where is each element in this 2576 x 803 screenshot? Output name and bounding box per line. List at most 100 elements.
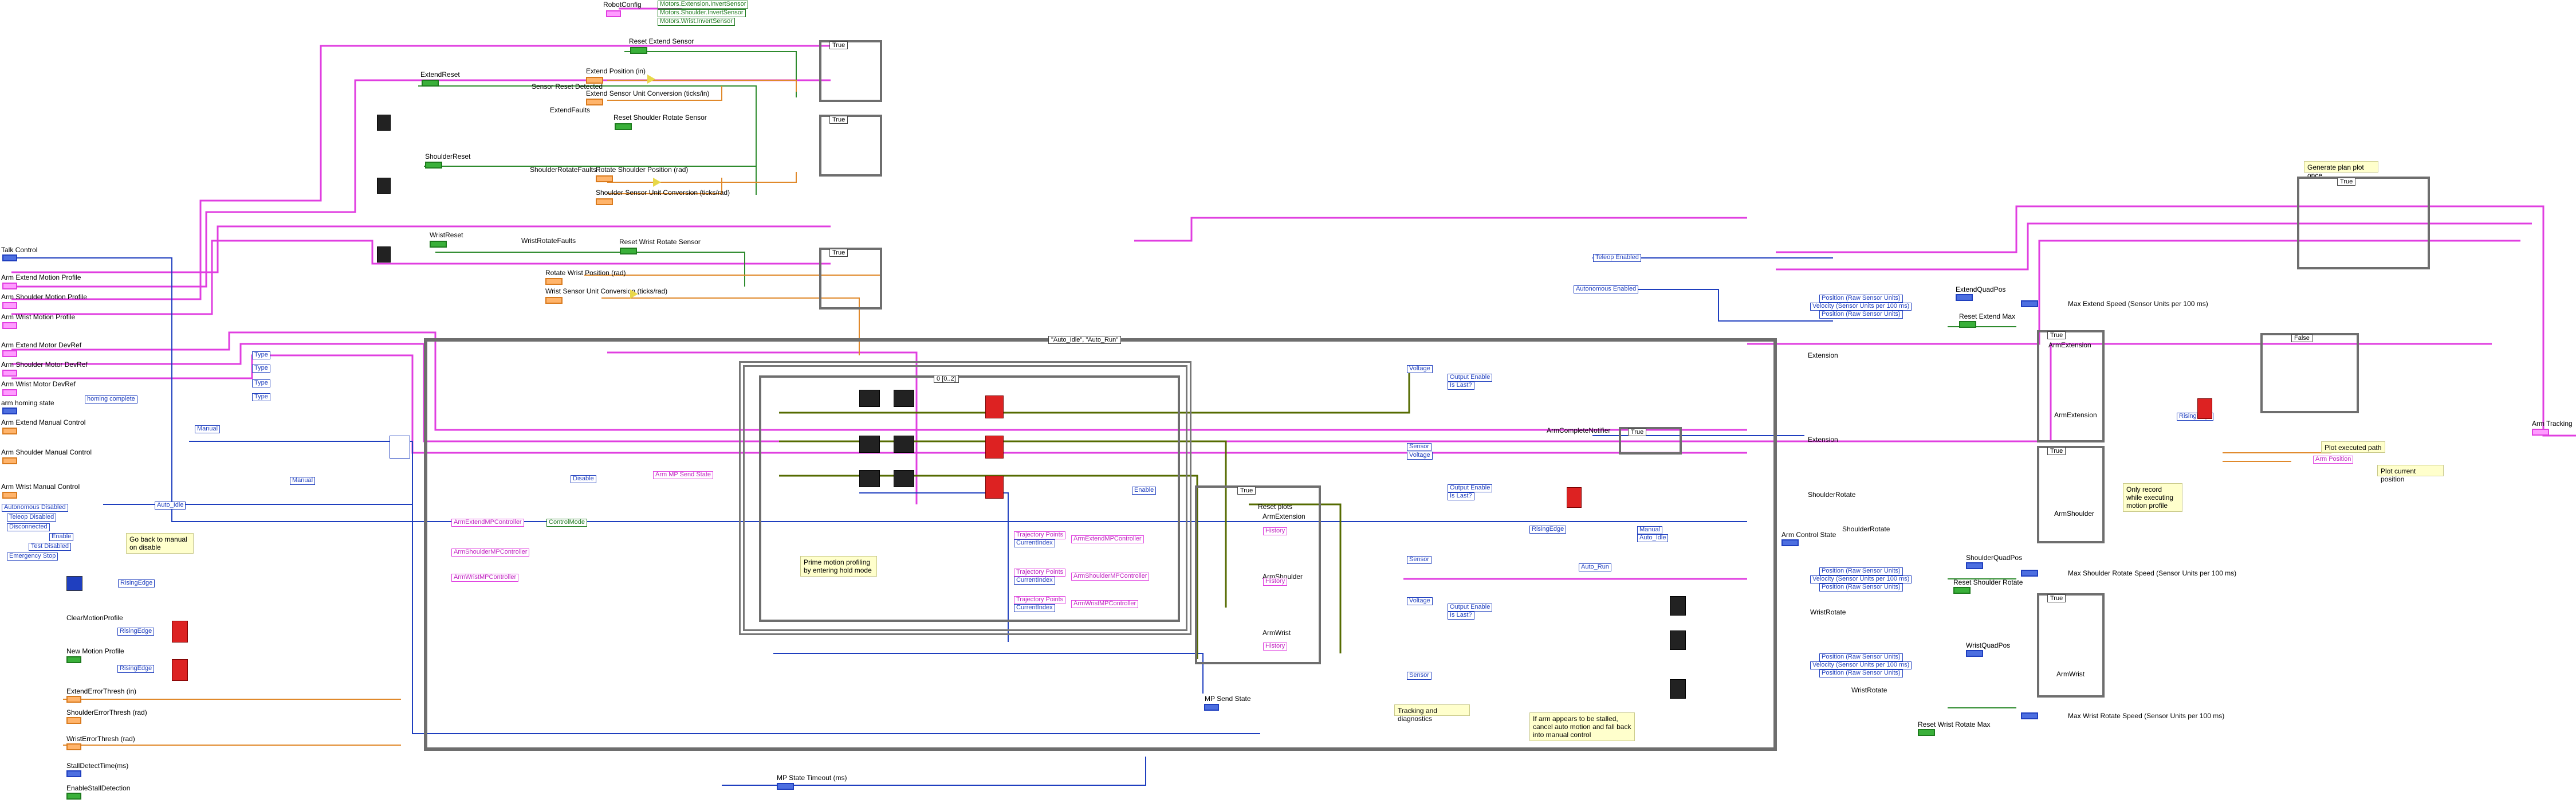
arm-tracking-terminal[interactable]: [2532, 429, 2549, 436]
shoulder-plot-case-selector[interactable]: True: [2047, 447, 2066, 455]
teleop-enabled-enum[interactable]: Teleop Enabled: [1593, 254, 1641, 262]
arm-wrist-profile-label: Arm Wrist Motion Profile: [1, 314, 75, 321]
wrist-reset-vi-icon[interactable]: [377, 246, 391, 263]
arm-shoulder-mp-controller-out[interactable]: ArmShoulderMPController: [1071, 573, 1149, 581]
extend-position-raw-2: Position (Raw Sensor Units): [1819, 311, 1903, 319]
notifier-case-selector[interactable]: True: [1628, 428, 1646, 436]
shoulder-position-terminal[interactable]: [596, 175, 613, 182]
reset-wrist-sensor-terminal[interactable]: [620, 248, 637, 254]
extend-unit-conversion-terminal[interactable]: [586, 99, 603, 105]
extend-reset-terminal[interactable]: [422, 80, 439, 87]
arm-extend-manual-terminal[interactable]: [2, 428, 17, 434]
arm-shoulder-manual-terminal[interactable]: [2, 457, 17, 464]
arm-wrist-mp-controller[interactable]: ArmWristMPController: [451, 574, 518, 582]
teleop-disabled-enum[interactable]: Teleop Disabled: [7, 514, 56, 522]
disconnected-enum[interactable]: Disconnected: [7, 523, 50, 531]
enable-stall-detection-terminal[interactable]: [66, 793, 81, 800]
talk-control-terminal[interactable]: [2, 254, 17, 261]
arm-wrist-profile-terminal[interactable]: [2, 322, 17, 329]
arm-shoulder-devref-terminal[interactable]: [2, 370, 17, 377]
test-disabled-enum[interactable]: Test Disabled: [29, 543, 71, 551]
wrist-plot-case-selector[interactable]: True: [2047, 594, 2066, 602]
arm-control-state-terminal[interactable]: [1781, 539, 1799, 546]
wrist-error-thresh-terminal[interactable]: [66, 743, 81, 750]
rising-edge-enum-2[interactable]: RisingEdge: [117, 628, 154, 636]
arm-extend-mp-controller-out[interactable]: ArmExtendMPController: [1071, 535, 1144, 543]
arm-extend-profile-terminal[interactable]: [2, 283, 17, 289]
output-enable-1: Output Enable: [1448, 374, 1492, 382]
stall-detect-time-terminal[interactable]: [66, 770, 81, 777]
arm-wrist-manual-terminal[interactable]: [2, 492, 17, 499]
shoulder-case-selector[interactable]: True: [829, 116, 848, 124]
type-enum-1[interactable]: Type: [252, 351, 270, 359]
extend-reset-vi-icon[interactable]: [377, 115, 391, 131]
reset-plots-case-selector[interactable]: True: [1237, 487, 1256, 495]
max-extend-speed-terminal[interactable]: [2021, 300, 2038, 307]
manual-enum-1[interactable]: Manual: [195, 425, 220, 433]
mp-vi-4-icon[interactable]: [894, 436, 914, 453]
shoulder-quad-pos-terminal[interactable]: [1966, 562, 1983, 569]
enable-label-enum[interactable]: Enable: [1132, 487, 1156, 495]
shoulder-unit-conversion-terminal[interactable]: [596, 198, 613, 205]
shoulder-error-thresh-terminal[interactable]: [66, 717, 81, 724]
inner-case-selector[interactable]: 0 [0..2]: [934, 375, 959, 383]
mp-send-state-terminal[interactable]: [1204, 704, 1219, 711]
mp-vi-2-icon[interactable]: [894, 390, 914, 407]
rising-edge-enum-1[interactable]: RisingEdge: [118, 579, 155, 587]
arm-homing-state-terminal[interactable]: [2, 408, 17, 414]
rising-edge-enum-3[interactable]: RisingEdge: [117, 665, 154, 673]
arm-extend-devref-terminal[interactable]: [2, 350, 17, 357]
new-motion-profile-terminal[interactable]: [66, 656, 81, 663]
extend-error-thresh-terminal[interactable]: [66, 696, 81, 703]
type-enum-4[interactable]: Type: [252, 393, 270, 401]
shoulder-reset-vi-icon[interactable]: [377, 178, 391, 194]
robot-config-terminal[interactable]: [606, 10, 621, 17]
arm-wrist-mp-controller-out[interactable]: ArmWristMPController: [1071, 600, 1138, 608]
shoulder-reset-terminal[interactable]: [425, 162, 442, 169]
wrist-case-selector[interactable]: True: [829, 249, 848, 257]
wrist-quad-pos-terminal[interactable]: [1966, 650, 1983, 657]
arm-mp-send-state[interactable]: Arm MP Send State: [653, 471, 713, 479]
wrist-position-terminal[interactable]: [545, 278, 563, 285]
plan-plot-case-selector[interactable]: True: [2337, 178, 2355, 186]
arm-extend-mp-controller[interactable]: ArmExtendMPController: [451, 519, 524, 527]
max-shoulder-speed-terminal[interactable]: [2021, 570, 2038, 577]
reset-shoulder-sensor-terminal[interactable]: [615, 123, 632, 130]
mp-vi-6-icon[interactable]: [894, 470, 914, 487]
type-enum-3[interactable]: Type: [252, 379, 270, 387]
extension-plot-case-selector[interactable]: True: [2047, 331, 2066, 339]
homing-complete-enum[interactable]: homing complete: [85, 395, 137, 404]
mp-vi-3-icon[interactable]: [859, 436, 880, 453]
autonomous-enabled-enum[interactable]: Autonomous Enabled: [1574, 285, 1638, 293]
executed-path-case-selector[interactable]: False: [2291, 334, 2312, 342]
emergency-stop-enum[interactable]: Emergency Stop: [7, 553, 58, 561]
disable-enum[interactable]: Disable: [571, 475, 596, 483]
reset-extend-max-terminal[interactable]: [1959, 321, 1976, 328]
mp-state-timeout-terminal[interactable]: [777, 783, 794, 790]
manual-enum-2[interactable]: Manual: [290, 477, 315, 485]
rising-edge-enum-mid[interactable]: RisingEdge: [1529, 526, 1566, 534]
autonomous-disabled-enum[interactable]: Autonomous Disabled: [2, 504, 68, 512]
mp-vi-1-icon[interactable]: [859, 390, 880, 407]
manual-enum-mid[interactable]: Manual: [1637, 526, 1662, 534]
arm-shoulder-profile-terminal[interactable]: [2, 302, 17, 309]
mp-vi-5-icon[interactable]: [859, 470, 880, 487]
type-enum-2[interactable]: Type: [252, 365, 270, 373]
arm-shoulder-manual-label: Arm Shoulder Manual Control: [1, 449, 92, 456]
reset-wrist-rotate-max-terminal[interactable]: [1918, 729, 1935, 736]
reset-extend-sensor-terminal[interactable]: [630, 47, 647, 54]
extend-case-selector[interactable]: True: [829, 41, 848, 49]
max-wrist-speed-terminal[interactable]: [2021, 712, 2038, 719]
extend-position-terminal[interactable]: [586, 77, 603, 84]
wrist-reset-terminal[interactable]: [430, 241, 447, 248]
main-case-selector[interactable]: "Auto_Idle", "Auto_Run": [1048, 336, 1121, 344]
reset-shoulder-rotate-terminal[interactable]: [1953, 587, 1971, 594]
auto-run-enum[interactable]: Auto_Run: [1579, 563, 1611, 571]
wrist-unit-conversion-terminal[interactable]: [545, 297, 563, 304]
extend-quad-pos-terminal[interactable]: [1956, 294, 1973, 301]
arm-shoulder-mp-controller[interactable]: ArmShoulderMPController: [451, 549, 529, 557]
auto-idle-enum[interactable]: Auto_Idle: [155, 502, 186, 510]
arm-wrist-devref-terminal[interactable]: [2, 389, 17, 396]
enable-enum[interactable]: Enable: [49, 533, 73, 541]
auto-idle-enum-mid[interactable]: Auto_Idle: [1637, 534, 1668, 542]
